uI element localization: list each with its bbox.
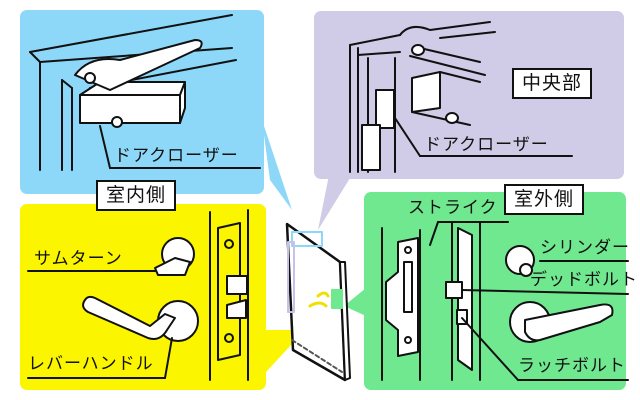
center-door-closer-label: ドアクローザー	[424, 135, 549, 155]
outside-callout-tail	[344, 288, 366, 316]
door-closer-illustration	[74, 39, 261, 169]
door-closer-label: ドアクローザー	[114, 146, 239, 166]
center-callout-tail	[318, 170, 350, 230]
cylinder-label: シリンダー	[540, 238, 630, 258]
thumb-turn-label: サムターン	[34, 249, 123, 269]
center-title: 中央部	[512, 68, 593, 99]
latch-bolt-label: ラッチボルト	[518, 356, 626, 376]
outside-title: 室外側	[504, 184, 585, 215]
inside-title: 室内側	[96, 180, 177, 211]
lever-handle-label: レバーハンドル	[28, 354, 154, 374]
strike-label: ストライク	[408, 198, 498, 218]
deadbolt-label: デッドボルト	[530, 270, 638, 290]
center-frame-illustration	[349, 21, 573, 173]
closer-callout-tail	[262, 120, 292, 210]
outside-lock-illustration	[381, 221, 629, 381]
door-overview-illustration	[285, 222, 351, 382]
inside-lock-illustration	[27, 209, 249, 381]
